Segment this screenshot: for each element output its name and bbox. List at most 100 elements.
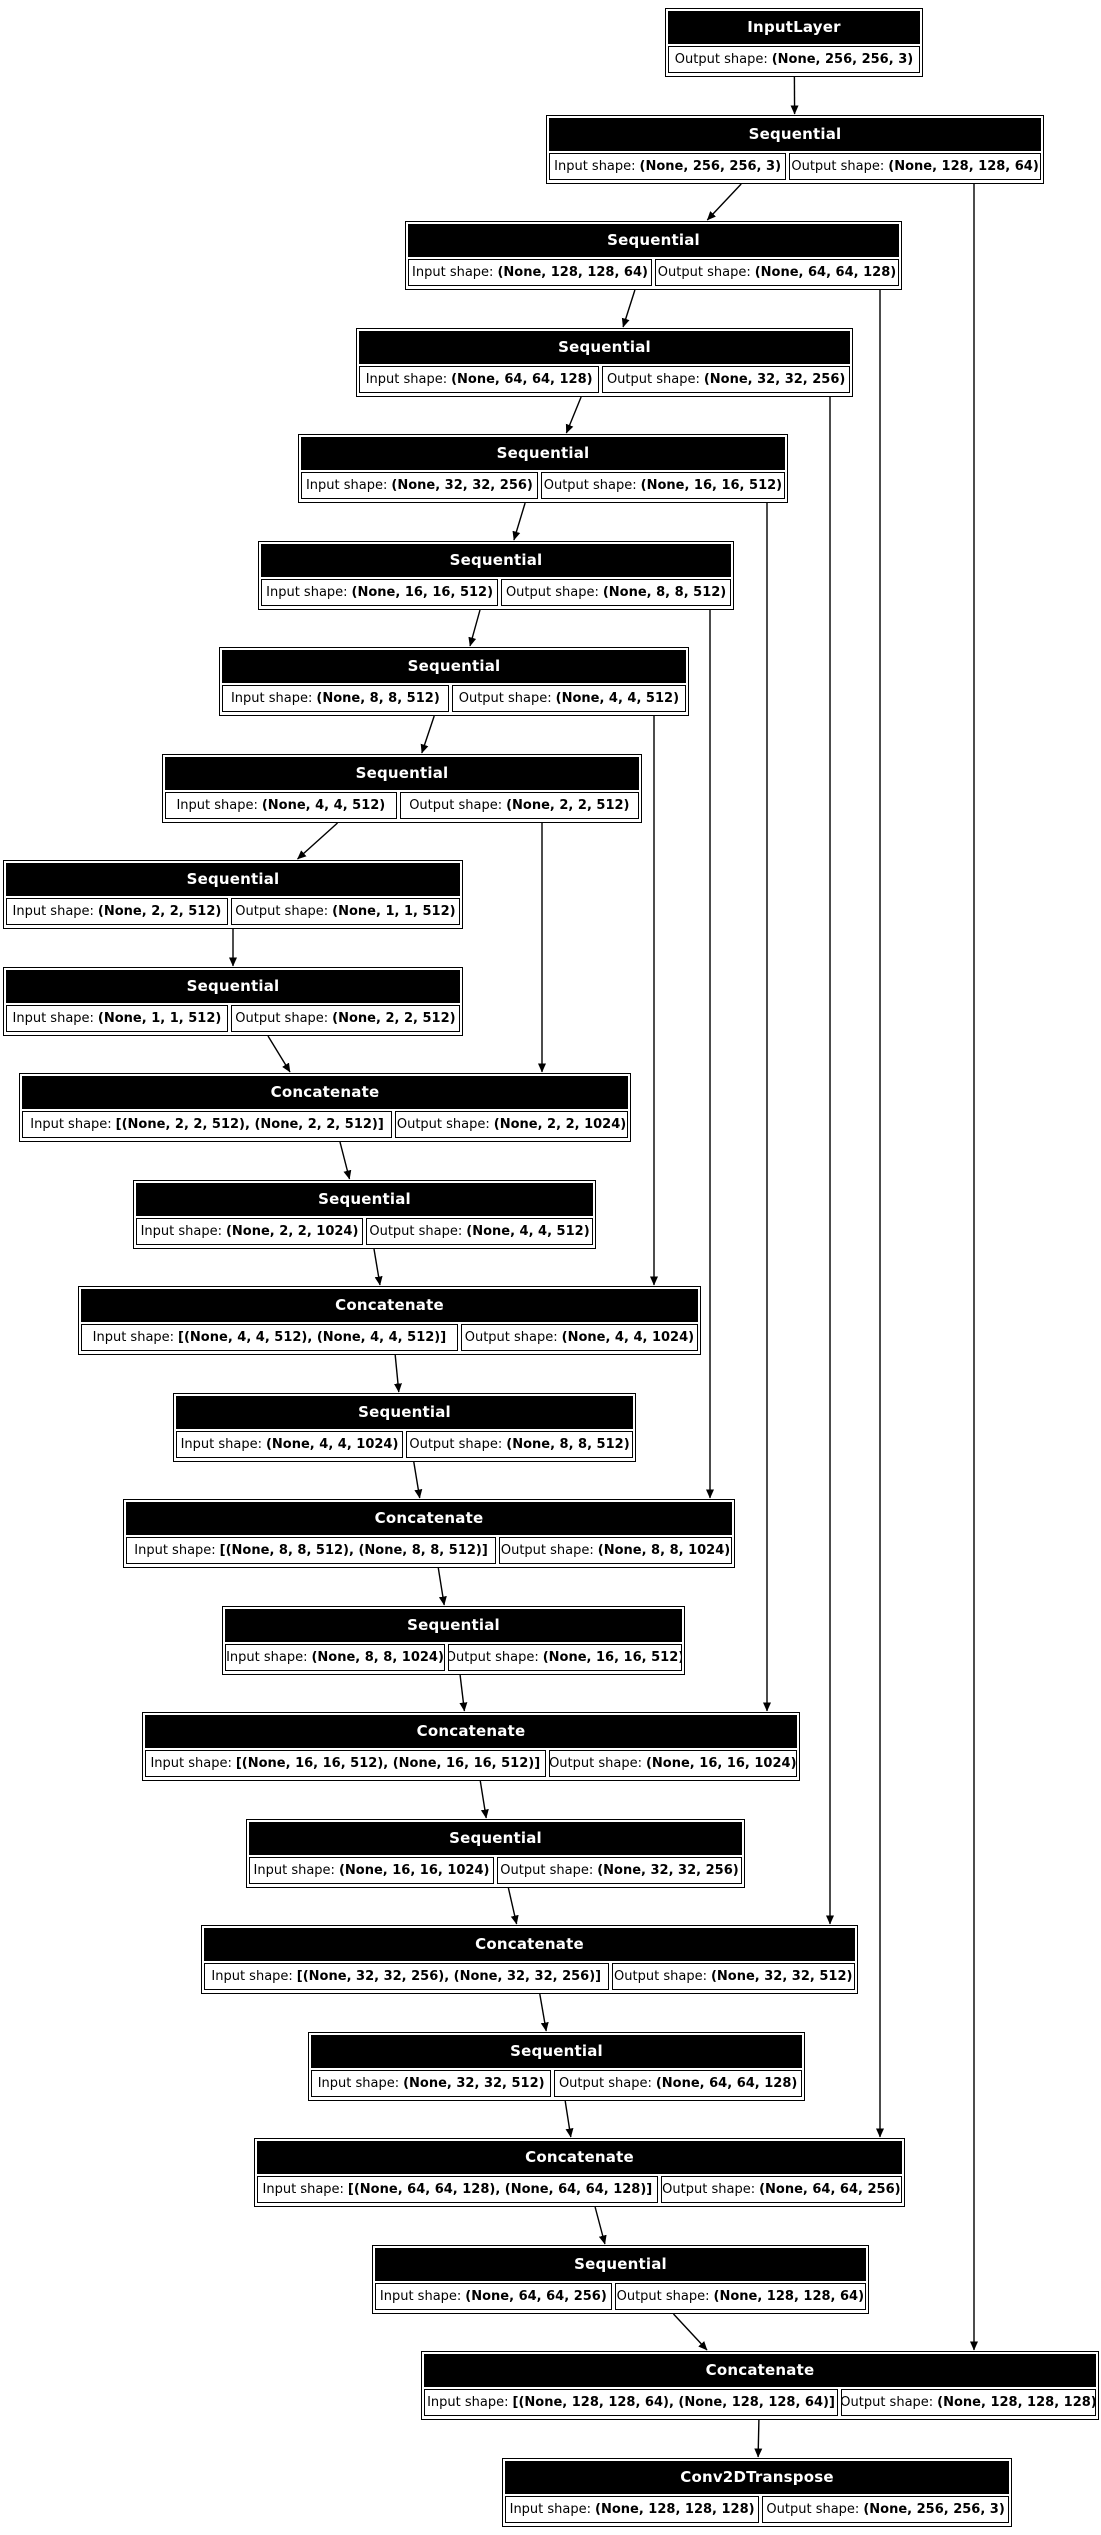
layer-shapes-row: Input shape:[(None, 16, 16, 512), (None,…	[145, 1750, 797, 1777]
layer-shapes-row: Output shape:(None, 256, 256, 3)	[668, 46, 920, 73]
input-shape-prefix: Input shape:	[140, 1224, 222, 1239]
input-shape-prefix: Input shape:	[226, 1650, 308, 1665]
output-shape-value: (None, 16, 16, 1024)	[645, 1756, 797, 1771]
chain-edge	[706, 183, 742, 221]
layer-shapes-row: Input shape:[(None, 32, 32, 256), (None,…	[204, 1963, 855, 1990]
input-shape-value: [(None, 4, 4, 512), (None, 4, 4, 512)]	[178, 1330, 447, 1345]
input-shape-prefix: Input shape:	[262, 2182, 344, 2197]
output-shape-value: (None, 16, 16, 512)	[640, 478, 783, 493]
input-shape-cell: Input shape:(None, 1, 1, 512)	[6, 1005, 228, 1032]
input-shape-cell: Input shape:[(None, 2, 2, 512), (None, 2…	[22, 1111, 393, 1138]
input-shape-value: (None, 1, 1, 512)	[97, 1011, 222, 1026]
layer-type-label: Sequential	[6, 863, 460, 896]
layer-type-label: Concatenate	[204, 1928, 855, 1961]
layer-type-label: Sequential	[375, 2248, 866, 2281]
chain-edge	[565, 396, 582, 434]
input-shape-cell: Input shape:[(None, 128, 128, 64), (None…	[424, 2389, 839, 2416]
input-shape-prefix: Input shape:	[180, 1437, 262, 1452]
input-shape-prefix: Input shape:	[211, 1969, 293, 1984]
output-shape-cell: Output shape:(None, 128, 128, 64)	[614, 2283, 866, 2310]
input-shape-value: [(None, 16, 16, 512), (None, 16, 16, 512…	[235, 1756, 541, 1771]
chain-edge	[413, 1461, 423, 1499]
output-shape-prefix: Output shape:	[614, 1969, 707, 1984]
output-shape-value: (None, 4, 4, 512)	[466, 1224, 590, 1239]
input-shape-value: (None, 32, 32, 512)	[403, 2076, 545, 2091]
output-shape-prefix: Output shape:	[369, 1224, 463, 1239]
input-shape-cell: Input shape:(None, 2, 2, 1024)	[136, 1218, 363, 1245]
input-shape-value: (None, 16, 16, 1024)	[338, 1863, 490, 1878]
input-shape-prefix: Input shape:	[176, 798, 258, 813]
output-shape-prefix: Output shape:	[674, 52, 768, 67]
layer-type-label: Sequential	[136, 1183, 593, 1216]
output-shape-cell: Output shape:(None, 64, 64, 128)	[655, 259, 899, 286]
output-shape-prefix: Output shape:	[657, 265, 751, 280]
input-shape-value: (None, 32, 32, 256)	[391, 478, 533, 493]
output-shape-value: (None, 4, 4, 1024)	[561, 1330, 695, 1345]
layer-type-label: Concatenate	[145, 1715, 797, 1748]
layer-type-label: Sequential	[261, 544, 731, 577]
input-shape-cell: Input shape:(None, 4, 4, 512)	[165, 792, 397, 819]
output-shape-value: (None, 128, 128, 64)	[713, 2289, 865, 2304]
input-shape-prefix: Input shape:	[30, 1117, 112, 1132]
input-shape-value: [(None, 128, 128, 64), (None, 128, 128, …	[512, 2395, 835, 2410]
layer-shapes-row: Input shape:(None, 16, 16, 1024)Output s…	[249, 1857, 742, 1884]
input-shape-value: [(None, 2, 2, 512), (None, 2, 2, 512)]	[115, 1117, 384, 1132]
output-shape-value: (None, 2, 2, 512)	[332, 1011, 456, 1026]
input-shape-cell: Input shape:[(None, 64, 64, 128), (None,…	[257, 2176, 658, 2203]
chain-edge	[373, 1248, 383, 1286]
chain-edge	[564, 2100, 574, 2138]
layer-type-label: Concatenate	[22, 1076, 628, 1109]
layer-shapes-row: Input shape:(None, 32, 32, 256)Output sh…	[301, 472, 785, 499]
output-shape-value: (None, 16, 16, 512)	[542, 1650, 682, 1665]
output-shape-value: (None, 256, 256, 3)	[771, 52, 914, 67]
output-shape-cell: Output shape:(None, 64, 64, 128)	[554, 2070, 802, 2097]
output-shape-prefix: Output shape:	[543, 478, 637, 493]
input-shape-cell: Input shape:(None, 128, 128, 128)	[505, 2496, 760, 2523]
input-shape-cell: Input shape:(None, 128, 128, 64)	[408, 259, 652, 286]
output-shape-prefix: Output shape:	[766, 2502, 860, 2517]
input-shape-value: (None, 128, 128, 64)	[497, 265, 648, 280]
chain-edge	[420, 715, 435, 754]
layer-type-label: Sequential	[311, 2035, 802, 2068]
layer-shapes-row: Input shape:[(None, 64, 64, 128), (None,…	[257, 2176, 902, 2203]
input-shape-value: (None, 128, 128, 128)	[595, 2502, 755, 2517]
layer-shapes-row: Input shape:(None, 2, 2, 1024) Output sha…	[136, 1218, 593, 1245]
input-shape-prefix: Input shape:	[427, 2395, 509, 2410]
chain-edge	[267, 1035, 291, 1073]
input-shape-value: (None, 2, 2, 512)	[97, 904, 222, 919]
input-shape-prefix: Input shape:	[134, 1543, 216, 1558]
output-shape-value: (None, 128, 128, 64)	[888, 159, 1039, 174]
output-shape-value: (None, 1, 1, 512)	[332, 904, 456, 919]
layer-type-label: Sequential	[249, 1822, 742, 1855]
input-shape-prefix: Input shape:	[317, 2076, 400, 2091]
output-shape-cell: Output shape:(None, 4, 4, 1024)	[460, 1324, 698, 1351]
input-shape-cell: Input shape:[(None, 16, 16, 512), (None,…	[145, 1750, 546, 1777]
chain-edge	[621, 289, 636, 328]
layer-shapes-row: Input shape:(None, 4, 4, 1024)Output sha…	[176, 1431, 633, 1458]
output-shape-value: (None, 2, 2, 512)	[506, 798, 630, 813]
layer-type-label: Concatenate	[126, 1502, 732, 1535]
output-shape-prefix: Output shape:	[396, 1117, 490, 1132]
layer-type-label: Sequential	[408, 224, 899, 257]
chain-edge	[297, 822, 338, 860]
output-shape-prefix: Output shape:	[558, 2076, 652, 2091]
input-shape-prefix: Input shape:	[554, 159, 636, 174]
input-shape-cell: Input shape:(None, 8, 8, 1024)	[225, 1644, 445, 1671]
layer-shapes-row: Input shape:[(None, 8, 8, 512), (None, 8…	[126, 1537, 732, 1564]
output-shape-prefix: Output shape:	[447, 1650, 539, 1665]
output-shape-prefix: Output shape:	[500, 1863, 594, 1878]
input-shape-value: (None, 256, 256, 3)	[639, 159, 782, 174]
input-shape-value: (None, 4, 4, 1024)	[265, 1437, 399, 1452]
output-shape-cell: Output shape:(None, 16, 16, 512)	[540, 472, 785, 499]
